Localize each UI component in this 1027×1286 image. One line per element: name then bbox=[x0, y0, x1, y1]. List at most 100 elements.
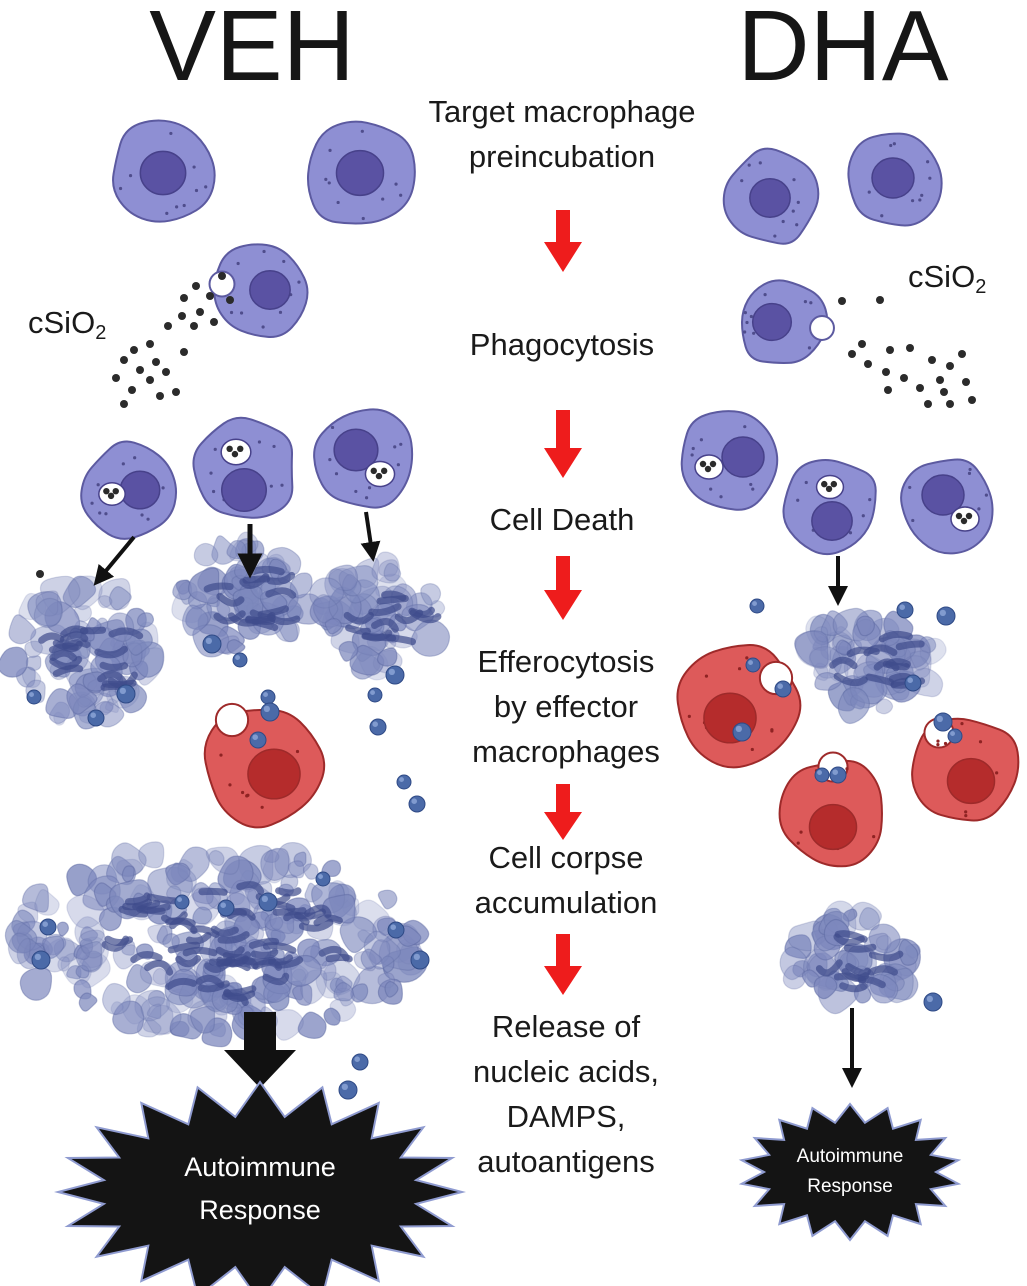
veh-dying-cell-1 bbox=[80, 440, 178, 540]
veh-silica-3 bbox=[206, 292, 214, 300]
nucleic-bead-1 bbox=[26, 689, 42, 705]
veh-effector-macrophage bbox=[203, 702, 326, 829]
svg-text:autoantigens: autoantigens bbox=[477, 1144, 655, 1179]
svg-text:Response: Response bbox=[807, 1176, 893, 1197]
veh-corpse-1 bbox=[0, 575, 165, 730]
svg-text:Release of: Release of bbox=[492, 1009, 641, 1044]
dha-target-cell-1 bbox=[722, 147, 820, 245]
dha-silica-7 bbox=[882, 368, 890, 376]
dha-silica-8 bbox=[900, 374, 908, 382]
nucleic-bead-23 bbox=[387, 921, 405, 939]
veh-dying-cell-3 bbox=[313, 408, 414, 509]
veh-silica-14 bbox=[136, 366, 144, 374]
nucleic-bead-34 bbox=[947, 728, 963, 744]
veh-silica-13 bbox=[152, 358, 160, 366]
veh-silica-19 bbox=[128, 386, 136, 394]
nucleic-bead-7 bbox=[367, 687, 383, 703]
veh-silica-6 bbox=[196, 308, 204, 316]
dha-corpse-small bbox=[779, 900, 921, 1015]
nucleic-bead-32 bbox=[829, 766, 847, 784]
step-arrow-3 bbox=[544, 556, 582, 620]
veh-outcome-arrow bbox=[224, 1012, 296, 1088]
veh-silica-8 bbox=[178, 312, 186, 320]
dha-silica-15 bbox=[924, 400, 932, 408]
nucleic-bead-31 bbox=[814, 767, 830, 783]
veh-silica-10 bbox=[164, 322, 172, 330]
svg-text:Target macrophage: Target macrophage bbox=[428, 94, 695, 129]
step-arrows bbox=[544, 210, 582, 995]
dha-dying-cell-2 bbox=[782, 458, 877, 556]
nucleic-bead-15 bbox=[31, 950, 51, 970]
dha-phagocytosing-cell bbox=[740, 279, 835, 364]
veh-target-cell-1 bbox=[112, 119, 216, 223]
veh-silica-22 bbox=[180, 348, 188, 356]
step-efferocytosis: Efferocytosis by effector macrophages bbox=[472, 644, 660, 769]
dha-silica-6 bbox=[906, 344, 914, 352]
csio2-label-veh: cSiO2 bbox=[28, 305, 106, 344]
dha-silica-2 bbox=[876, 296, 884, 304]
veh-silica-9 bbox=[190, 322, 198, 330]
step-arrow-1 bbox=[544, 210, 582, 272]
svg-text:Cell Death: Cell Death bbox=[490, 502, 635, 537]
veh-corpse-2 bbox=[171, 531, 325, 658]
veh-silica-11 bbox=[146, 340, 154, 348]
step-preincubation: Target macrophage preincubation bbox=[428, 94, 695, 174]
step-corpse-accumulation: Cell corpse accumulation bbox=[475, 840, 658, 920]
dha-dying-cell-3 bbox=[900, 458, 994, 555]
nucleic-bead-17 bbox=[217, 899, 235, 917]
nucleic-bead-9 bbox=[385, 665, 405, 685]
nucleic-bead-28 bbox=[745, 657, 761, 673]
dha-silica-9 bbox=[928, 356, 936, 364]
nucleic-bead-27 bbox=[936, 606, 956, 626]
veh-silica-16 bbox=[146, 376, 154, 384]
veh-target-cell-2 bbox=[306, 120, 416, 225]
svg-text:Autoimmune: Autoimmune bbox=[797, 1146, 904, 1167]
nucleic-bead-29 bbox=[774, 680, 792, 698]
dha-target-cell-2 bbox=[847, 132, 943, 227]
nucleic-bead-14 bbox=[39, 918, 57, 936]
veh-title: VEH bbox=[149, 0, 355, 102]
step-arrow-5 bbox=[544, 934, 582, 995]
step-arrow-4 bbox=[544, 784, 582, 840]
nucleic-bead-2 bbox=[87, 709, 105, 727]
nucleic-bead-21 bbox=[338, 1080, 358, 1100]
veh-phagocytosing-cell bbox=[208, 243, 309, 338]
autoimmune-burst-veh: Autoimmune Response bbox=[54, 1080, 466, 1286]
veh-silica-15 bbox=[120, 356, 128, 364]
veh-silica-23 bbox=[120, 400, 128, 408]
svg-text:Phagocytosis: Phagocytosis bbox=[470, 327, 654, 362]
dha-silica-12 bbox=[962, 378, 970, 386]
dha-silica-5 bbox=[886, 346, 894, 354]
nucleic-bead-25 bbox=[749, 598, 765, 614]
dha-silica-18 bbox=[884, 386, 892, 394]
step-cell-death: Cell Death bbox=[490, 502, 635, 537]
dha-silica-17 bbox=[968, 396, 976, 404]
dha-dying-cell-1 bbox=[680, 410, 779, 511]
veh-silica-5 bbox=[226, 296, 234, 304]
dha-silica-3 bbox=[848, 350, 856, 358]
step-arrow-2 bbox=[544, 410, 582, 478]
veh-silica-18 bbox=[112, 374, 120, 382]
veh-corpse-accumulation bbox=[4, 841, 430, 1048]
svg-text:DAMPS,: DAMPS, bbox=[507, 1099, 626, 1134]
dha-silica-16 bbox=[946, 400, 954, 408]
svg-text:Response: Response bbox=[199, 1195, 321, 1225]
veh-silica-12 bbox=[130, 346, 138, 354]
svg-text:accumulation: accumulation bbox=[475, 885, 658, 920]
dha-effector-macrophage-3 bbox=[911, 717, 1020, 822]
svg-text:nucleic acids,: nucleic acids, bbox=[473, 1054, 659, 1089]
nucleic-bead-33 bbox=[933, 712, 953, 732]
macrophages bbox=[80, 119, 1020, 868]
veh-silica-1 bbox=[180, 294, 188, 302]
veh-dying-cell-2 bbox=[192, 416, 294, 519]
dha-silica-1 bbox=[838, 297, 846, 305]
svg-text:by effector: by effector bbox=[494, 689, 638, 724]
svg-text:preincubation: preincubation bbox=[469, 139, 655, 174]
nucleic-bead-18 bbox=[258, 892, 278, 912]
dha-silica-10 bbox=[946, 362, 954, 370]
nucleic-bead-19 bbox=[315, 871, 331, 887]
step-release: Release of nucleic acids, DAMPS, autoant… bbox=[473, 1009, 659, 1179]
nucleic-bead-16 bbox=[174, 894, 190, 910]
nucleic-bead-4 bbox=[260, 689, 276, 705]
dha-effector-macrophage-1 bbox=[676, 644, 802, 769]
